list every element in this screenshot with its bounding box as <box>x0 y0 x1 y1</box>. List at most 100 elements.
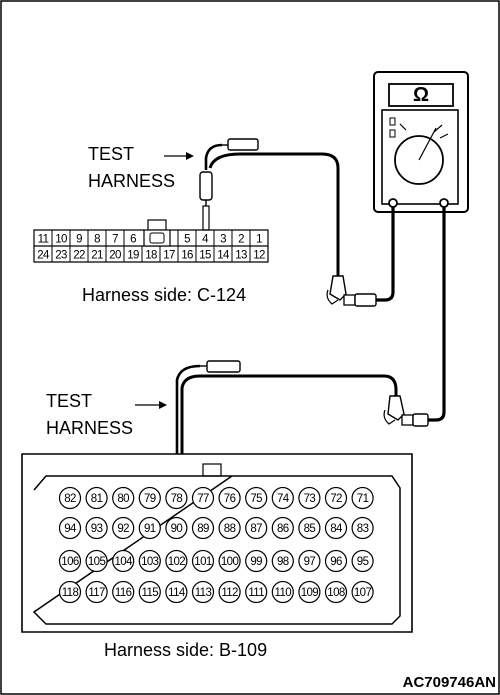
c124-pin-label: 11 <box>38 234 49 246</box>
b109-pin-label: 85 <box>304 523 316 535</box>
b109-pin <box>165 486 188 510</box>
b109-pin-label: 84 <box>330 523 343 535</box>
b109-pin-label: 77 <box>197 493 209 505</box>
b109-pin-label: 76 <box>224 493 236 505</box>
b109-pin <box>271 486 294 510</box>
b109-pin-label: 99 <box>250 556 262 568</box>
b109-pin-label: 104 <box>115 556 134 568</box>
b109-pin <box>58 486 82 510</box>
b109-pin <box>271 549 294 573</box>
b109-pin <box>245 549 268 573</box>
b109-latch <box>202 463 222 477</box>
c124-pin-label: 24 <box>37 250 50 262</box>
b109-pin-label: 112 <box>221 587 238 599</box>
b109-pin <box>138 486 161 510</box>
b109-pin-label: 116 <box>115 587 132 599</box>
b109-pin <box>218 549 241 573</box>
b109-pin-label: 86 <box>277 523 289 535</box>
test-harness-upper-label-line1: TEST <box>88 144 134 164</box>
b109-pin <box>218 486 241 510</box>
ohm-symbol: Ω <box>413 84 429 106</box>
b109-pin <box>298 580 321 604</box>
b109-inner-body <box>32 475 401 625</box>
b109-pin-label: 87 <box>250 523 262 535</box>
meter-lead-to-b109 <box>428 207 446 422</box>
c124-pin-label: 15 <box>199 250 211 262</box>
b109-pin <box>112 580 135 604</box>
meter-terminal-ohm <box>439 198 449 208</box>
b109-pin-label: 118 <box>62 587 79 599</box>
c124-pin-label: 1 <box>256 234 262 246</box>
meter-display <box>388 83 454 107</box>
b109-pin <box>298 486 321 510</box>
b109-pin <box>351 486 374 510</box>
b109-pin <box>191 486 215 510</box>
c124-pin-label: 10 <box>55 234 67 246</box>
b109-pin-label: 113 <box>195 587 212 599</box>
b109-pin <box>191 580 215 604</box>
b109-pin-label: 75 <box>250 493 262 505</box>
b109-pin-label: 72 <box>330 493 342 505</box>
b109-pin <box>271 516 294 540</box>
c124-pin-label: 5 <box>184 234 190 246</box>
c124-pin-label: 13 <box>235 250 247 262</box>
b109-pin <box>112 516 135 540</box>
c124-pin-label: 3 <box>220 234 226 246</box>
b109-pin-label: 97 <box>304 556 316 568</box>
b109-pin <box>271 580 294 604</box>
b109-pin-label: 107 <box>354 587 372 599</box>
b109-pin-label: 111 <box>248 587 264 599</box>
b109-pin <box>85 580 108 604</box>
b109-pin-label: 115 <box>142 587 159 599</box>
b109-pin-label: 100 <box>221 556 239 568</box>
b109-pin <box>324 580 348 604</box>
b109-pin-label: 78 <box>171 493 183 505</box>
b109-pin <box>85 516 108 540</box>
b109-pin-label: 92 <box>117 523 129 535</box>
b109-outer-shell <box>21 453 413 633</box>
test-harness-lower-label-line1: TEST <box>46 391 92 411</box>
b109-caption: Harness side: B-109 <box>104 640 267 660</box>
b109-pin <box>138 516 161 540</box>
test-harness-upper-label-line2: HARNESS <box>88 171 175 191</box>
b109-pin <box>165 549 188 573</box>
c124-latch <box>147 219 167 231</box>
b109-pin <box>245 580 268 604</box>
test-harness-upper <box>199 138 340 276</box>
b109-pin <box>351 516 374 540</box>
b109-pin <box>191 516 215 540</box>
b109-pin <box>191 549 215 573</box>
b109-pin <box>298 516 321 540</box>
b109-pin-label: 110 <box>275 587 292 599</box>
b109-pin-label: 81 <box>91 493 103 505</box>
c124-pin-label: 12 <box>253 250 265 262</box>
b109-pin <box>324 516 348 540</box>
figure-id: AC709746AN <box>403 674 496 691</box>
arrow-upper <box>164 152 194 160</box>
b109-pin <box>58 516 82 540</box>
b109-pin <box>218 580 241 604</box>
test-harness-lower-label-line2: HARNESS <box>46 418 133 438</box>
b109-pin-label: 71 <box>357 493 369 505</box>
b109-pin-label: 83 <box>357 523 369 535</box>
b109-pin-label: 106 <box>61 556 79 568</box>
c124-pin-label: 22 <box>73 250 85 262</box>
b109-pin-label: 109 <box>301 587 319 599</box>
b109-pin <box>165 516 188 540</box>
b109-pin <box>112 549 135 573</box>
b109-pin <box>112 486 135 510</box>
c124-pin-label: 20 <box>109 250 121 262</box>
b109-pin <box>245 486 268 510</box>
c124-pin-label: 4 <box>202 234 209 246</box>
c124-pin-label: 9 <box>76 234 82 246</box>
b109-pin-label: 95 <box>357 556 369 568</box>
b109-pin <box>138 580 161 604</box>
b109-pin <box>58 549 82 573</box>
c124-caption: Harness side: C-124 <box>82 285 246 305</box>
b109-pin <box>245 516 268 540</box>
b109-pin-label: 91 <box>144 523 156 535</box>
b109-pin <box>165 580 188 604</box>
